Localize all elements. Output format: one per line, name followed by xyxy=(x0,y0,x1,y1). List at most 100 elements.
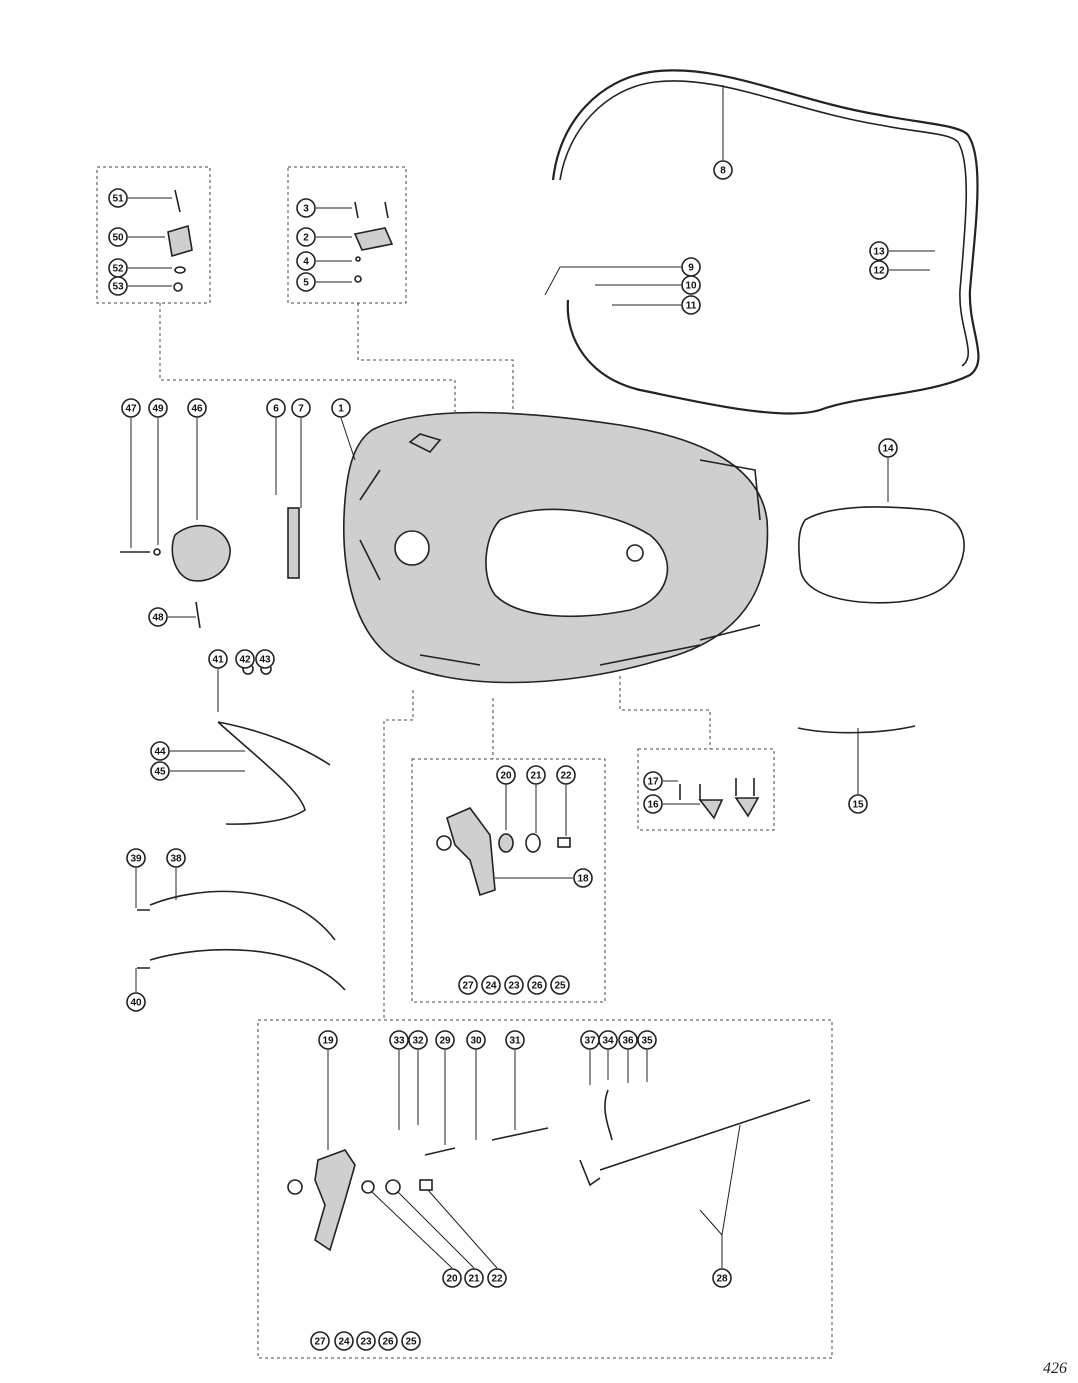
callout-number: 52 xyxy=(112,264,124,275)
callout-circle xyxy=(481,975,501,995)
callout-circle xyxy=(108,276,128,296)
callout-circle xyxy=(504,975,524,995)
inset-box-control-bracket xyxy=(411,758,606,1003)
callout-8: 8 xyxy=(713,160,733,180)
callout-circle xyxy=(187,398,207,418)
callout-33: 33 xyxy=(389,1030,409,1050)
inset-box-top-left xyxy=(96,166,211,304)
callout-number: 50 xyxy=(112,233,124,244)
callout-number: 25 xyxy=(405,1337,417,1348)
bottom-cowl-pan xyxy=(343,411,769,684)
callout-number: 3 xyxy=(303,204,309,215)
callout-circle xyxy=(878,438,898,458)
callout-number: 32 xyxy=(412,1036,424,1047)
callout-circle xyxy=(464,1268,484,1288)
connector-top-middle xyxy=(357,303,514,412)
callout-1: 1 xyxy=(331,398,351,418)
callout-circle xyxy=(356,1331,376,1351)
callout-circle xyxy=(401,1331,421,1351)
callout-number: 40 xyxy=(130,998,142,1009)
callout-number: 11 xyxy=(686,301,697,312)
callout-circle xyxy=(389,1030,409,1050)
callout-circle xyxy=(318,1030,338,1050)
right-side-parts xyxy=(679,725,916,820)
callout-number: 48 xyxy=(152,613,164,624)
callout-16: 16 xyxy=(643,794,663,814)
callout-48: 48 xyxy=(148,607,168,627)
linkage-parts xyxy=(287,1089,811,1252)
callout-number: 26 xyxy=(531,981,543,992)
callout-number: 31 xyxy=(509,1036,521,1047)
callout-number: 2 xyxy=(303,233,309,244)
callout-circle xyxy=(643,771,663,791)
callout-number: 22 xyxy=(560,771,572,782)
callout-circle xyxy=(848,794,868,814)
callout-26b: 26 xyxy=(378,1331,398,1351)
callout-12: 12 xyxy=(869,260,889,280)
callout-27: 27 xyxy=(458,975,478,995)
callout-53: 53 xyxy=(108,276,128,296)
callout-11: 11 xyxy=(681,295,701,315)
callout-number: 39 xyxy=(130,854,142,865)
callout-49: 49 xyxy=(148,398,168,418)
callout-number: 18 xyxy=(577,874,589,885)
inset-top-left-parts xyxy=(167,189,193,292)
callout-circle xyxy=(556,765,576,785)
callout-6: 6 xyxy=(266,398,286,418)
callout-2: 2 xyxy=(296,227,316,247)
callout-number: 42 xyxy=(239,655,251,666)
callout-circle xyxy=(148,607,168,627)
callout-number: 24 xyxy=(338,1337,350,1348)
callout-number: 26 xyxy=(382,1337,394,1348)
callout-number: 43 xyxy=(259,655,271,666)
callout-number: 10 xyxy=(685,281,697,292)
callout-number: 46 xyxy=(191,404,203,415)
callout-circle xyxy=(166,848,186,868)
callout-22b: 22 xyxy=(487,1268,507,1288)
callout-number: 21 xyxy=(468,1274,480,1285)
connector-linkage xyxy=(383,690,414,1020)
callout-circle xyxy=(126,848,146,868)
callout-17: 17 xyxy=(643,771,663,791)
callout-circle xyxy=(442,1268,462,1288)
callout-39: 39 xyxy=(126,848,146,868)
callout-41: 41 xyxy=(208,649,228,669)
callout-circle xyxy=(681,275,701,295)
callout-number: 16 xyxy=(647,800,659,811)
callout-36: 36 xyxy=(618,1030,638,1050)
callout-circle xyxy=(869,260,889,280)
callout-circle xyxy=(681,295,701,315)
callout-circle xyxy=(598,1030,618,1050)
callout-circle xyxy=(150,761,170,781)
callout-number: 14 xyxy=(882,444,894,455)
callout-number: 23 xyxy=(360,1337,372,1348)
callout-circle xyxy=(126,992,146,1012)
callout-circle xyxy=(296,272,316,292)
callout-circle xyxy=(573,868,593,888)
callout-circle xyxy=(550,975,570,995)
callout-number: 6 xyxy=(273,404,279,415)
callout-circle xyxy=(408,1030,428,1050)
callout-18: 18 xyxy=(573,868,593,888)
callout-circle xyxy=(458,975,478,995)
callout-number: 36 xyxy=(622,1036,634,1047)
callout-circle xyxy=(121,398,141,418)
inset-box-clips xyxy=(637,748,775,831)
callout-5: 5 xyxy=(296,272,316,292)
callout-number: 9 xyxy=(688,263,694,274)
callout-number: 23 xyxy=(508,981,520,992)
callout-38: 38 xyxy=(166,848,186,868)
callout-circle xyxy=(712,1268,732,1288)
callout-23b: 23 xyxy=(356,1331,376,1351)
callout-number: 47 xyxy=(125,404,137,415)
callout-21: 21 xyxy=(526,765,546,785)
callout-number: 33 xyxy=(393,1036,405,1047)
callout-number: 21 xyxy=(530,771,542,782)
callout-20b: 20 xyxy=(442,1268,462,1288)
callout-circle xyxy=(331,398,351,418)
callout-number: 28 xyxy=(716,1274,728,1285)
callout-circle xyxy=(296,227,316,247)
